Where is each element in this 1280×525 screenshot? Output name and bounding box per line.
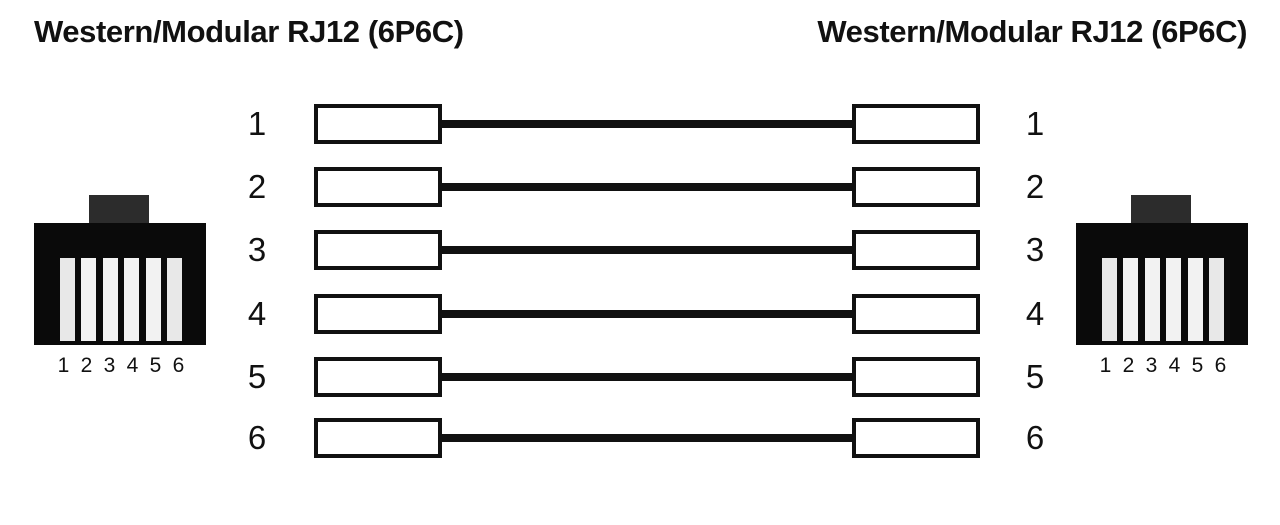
wire-row-left-pin-number: 2 (247, 168, 267, 205)
wire-row-left-pad (314, 418, 442, 458)
wire-row-left-pad (314, 230, 442, 270)
jack-pin-2-icon (1123, 258, 1139, 341)
jack-pin-label-3: 3 (103, 354, 116, 377)
jack-pin-label-6: 6 (1214, 354, 1227, 377)
jack-pin-label-5: 5 (149, 354, 162, 377)
wire-row-right-pad (852, 230, 980, 270)
wire-conductor (440, 246, 856, 254)
wire-row-left-pad (314, 167, 442, 207)
jack-pin-3-icon (102, 258, 118, 341)
jack-pin-label-2: 2 (1122, 354, 1135, 377)
wire-row-left-pad (314, 104, 442, 144)
wire-conductor (440, 183, 856, 191)
jack-latch-tab-icon (89, 195, 149, 225)
wire-row-left-pin-number: 6 (247, 419, 267, 456)
jack-pin-1-icon (60, 258, 75, 341)
wire-row-right-pad (852, 294, 980, 334)
wiring-row-1: 1 1 (0, 104, 1280, 144)
wire-row-right-pin-number: 5 (1025, 358, 1045, 395)
wire-row-left-pad (314, 357, 442, 397)
wire-row-right-pin-number: 6 (1025, 419, 1045, 456)
wire-row-right-pin-number: 2 (1025, 168, 1045, 205)
jack-pin-4-icon (124, 258, 140, 341)
wire-row-left-pin-number: 3 (247, 231, 267, 268)
jack-pins-left (60, 258, 182, 341)
wire-row-right-pad (852, 104, 980, 144)
jack-pin-5-icon (145, 258, 161, 341)
jack-pin-label-4: 4 (126, 354, 139, 377)
wiring-row-5: 5 5 (0, 357, 1280, 397)
jack-pin-6-icon (166, 258, 182, 341)
wire-row-right-pad (852, 357, 980, 397)
wire-conductor (440, 120, 856, 128)
jack-pin-6-icon (1208, 258, 1224, 341)
wire-row-left-pin-number: 5 (247, 358, 267, 395)
jack-pins-right (1102, 258, 1224, 341)
jack-pin-3-icon (1144, 258, 1160, 341)
jack-pin-label-3: 3 (1145, 354, 1158, 377)
jack-pin-5-icon (1187, 258, 1203, 341)
wire-row-left-pin-number: 1 (247, 105, 267, 142)
wiring-row-6: 6 6 (0, 418, 1280, 458)
wire-conductor (440, 434, 856, 442)
jack-pin-label-2: 2 (80, 354, 93, 377)
jack-pin-1-icon (1102, 258, 1117, 341)
title-right-connector: Western/Modular RJ12 (6P6C) (817, 14, 1247, 49)
wiring-row-3: 3 3 (0, 230, 1280, 270)
jack-pin-label-1: 1 (57, 354, 70, 377)
wire-row-right-pin-number: 3 (1025, 231, 1045, 268)
jack-pin-label-5: 5 (1191, 354, 1204, 377)
wiring-row-2: 2 2 (0, 167, 1280, 207)
wire-row-right-pin-number: 4 (1025, 295, 1045, 332)
wire-conductor (440, 373, 856, 381)
wire-conductor (440, 310, 856, 318)
jack-pin-label-1: 1 (1099, 354, 1112, 377)
jack-pin-label-6: 6 (172, 354, 185, 377)
wire-row-left-pin-number: 4 (247, 295, 267, 332)
jack-pin-4-icon (1166, 258, 1182, 341)
jack-pin-labels-left: 1 2 3 4 5 6 (56, 353, 186, 379)
wire-row-right-pad (852, 167, 980, 207)
wire-row-right-pad (852, 418, 980, 458)
jack-pin-2-icon (81, 258, 97, 341)
jack-pin-labels-right: 1 2 3 4 5 6 (1098, 353, 1228, 379)
wire-row-left-pad (314, 294, 442, 334)
jack-pin-label-4: 4 (1168, 354, 1181, 377)
wiring-row-4: 4 4 (0, 294, 1280, 334)
rj12-jack-left: 1 2 3 4 5 6 (34, 195, 206, 395)
wire-row-right-pin-number: 1 (1025, 105, 1045, 142)
rj12-jack-right: 1 2 3 4 5 6 (1076, 195, 1248, 395)
jack-latch-tab-icon (1131, 195, 1191, 225)
title-left-connector: Western/Modular RJ12 (6P6C) (34, 14, 464, 49)
